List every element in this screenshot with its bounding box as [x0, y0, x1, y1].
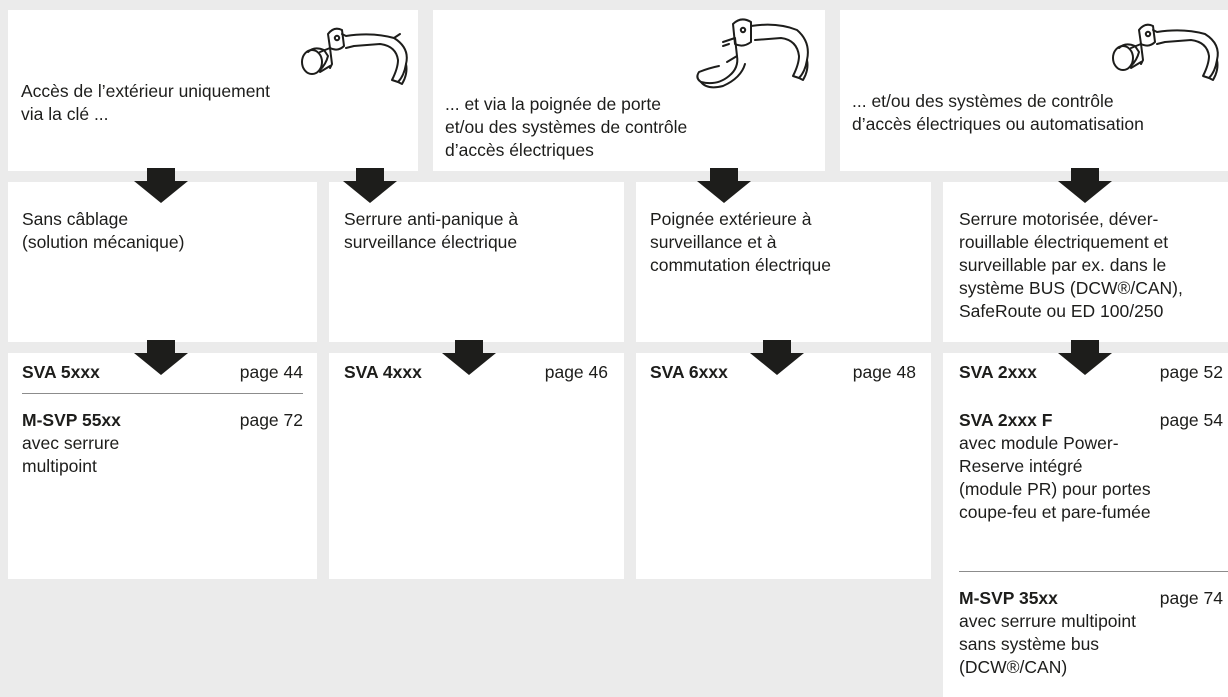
product-desc: Reserve intégré	[959, 456, 1083, 476]
product-desc: (DCW®/CAN)	[959, 657, 1068, 677]
product-page: page 74	[1159, 588, 1223, 608]
mid-box-line: surveillance électrique	[344, 232, 518, 252]
product-desc: avec serrure multipoint	[959, 611, 1137, 631]
top-box-electric: ... et/ou des systèmes de contrôle d’acc…	[840, 10, 1228, 171]
product-name: SVA 6xxx	[650, 362, 728, 382]
product-item: M-SVP 55xx page 72 avec serrure multipoi…	[22, 409, 303, 478]
product-name: SVA 2xxx	[959, 362, 1037, 382]
mid-box-line: rouillable électriquement et	[959, 232, 1169, 252]
separator	[22, 393, 303, 394]
product-box-3: SVA 6xxx page 48	[636, 353, 931, 579]
top-box-handle: ... et via la poignée de porte et/ou des…	[433, 10, 825, 171]
product-name: SVA 2xxx F	[959, 410, 1053, 430]
product-box-2: SVA 4xxx page 46	[329, 353, 624, 579]
product-box-4: SVA 2xxx page 52 SVA 2xxx F page 54 avec…	[943, 353, 1228, 697]
mid-box-line: SafeRoute ou ED 100/250	[959, 301, 1164, 321]
product-page: page 52	[1159, 362, 1223, 382]
product-item: SVA 2xxx F page 54 avec module Power- Re…	[959, 409, 1223, 524]
top-box-line: ... et/ou des systèmes de contrôle	[852, 91, 1114, 111]
separator	[959, 571, 1228, 572]
product-desc: avec module Power-	[959, 433, 1119, 453]
product-desc: avec serrure	[22, 433, 120, 453]
mid-box-line: commutation électrique	[650, 255, 831, 275]
product-box-1: SVA 5xxx page 44 M-SVP 55xx page 72 avec…	[8, 353, 317, 579]
product-page: page 44	[239, 362, 303, 382]
product-item: M-SVP 35xx page 74 avec serrure multipoi…	[959, 587, 1223, 679]
door-handle-icon	[696, 18, 809, 89]
product-name: SVA 4xxx	[344, 362, 422, 382]
top-box-line: et/ou des systèmes de contrôle	[445, 117, 688, 137]
mid-box-motor-lock: Serrure motorisée, déver- rouillable éle…	[943, 182, 1228, 342]
mid-box-line: surveillable par ex. dans le	[959, 255, 1167, 275]
top-box-line: d’accès électriques ou automatisation	[852, 114, 1144, 134]
product-desc: sans système bus	[959, 634, 1100, 654]
product-desc: (module PR) pour portes	[959, 479, 1151, 499]
mid-box-line: Serrure anti-panique à	[344, 209, 519, 229]
product-item: SVA 2xxx page 52	[959, 361, 1223, 384]
mid-box-line: surveillance et à	[650, 232, 777, 252]
product-page: page 48	[852, 362, 916, 382]
door-handle-icon	[1112, 23, 1219, 81]
top-box-line: d’accès électriques	[445, 140, 594, 160]
top-box-line: Accès de l’extérieur uniquement	[21, 81, 271, 101]
mid-box-line: Poignée extérieure à	[650, 209, 812, 229]
product-page: page 72	[239, 410, 303, 430]
product-item: SVA 5xxx page 44	[22, 361, 303, 384]
mid-box-outer-handle: Poignée extérieure à surveillance et à c…	[636, 182, 931, 342]
product-item: SVA 6xxx page 48	[650, 361, 916, 384]
mid-box-mechanical: Sans câblage (solution mécanique)	[8, 182, 317, 342]
mid-box-panic-lock: Serrure anti-panique à surveillance élec…	[329, 182, 624, 342]
product-name: M-SVP 55xx	[22, 410, 121, 430]
product-desc: coupe-feu et pare-fumée	[959, 502, 1151, 522]
product-desc: multipoint	[22, 456, 97, 476]
door-handle-icon	[301, 27, 408, 85]
product-name: SVA 5xxx	[22, 362, 100, 382]
mid-box-line: (solution mécanique)	[22, 232, 185, 252]
product-item: SVA 4xxx page 46	[344, 361, 608, 384]
mid-box-line: système BUS (DCW®/CAN),	[959, 278, 1183, 298]
product-page: page 54	[1159, 410, 1223, 430]
top-box-line: via la clé ...	[21, 104, 109, 124]
product-page: page 46	[544, 362, 608, 382]
mid-box-line: Sans câblage	[22, 209, 129, 229]
top-box-line: ... et via la poignée de porte	[445, 94, 661, 114]
product-name: M-SVP 35xx	[959, 588, 1058, 608]
mid-box-line: Serrure motorisée, déver-	[959, 209, 1159, 229]
top-box-key-only: Accès de l’extérieur uniquement via la c…	[8, 10, 418, 171]
